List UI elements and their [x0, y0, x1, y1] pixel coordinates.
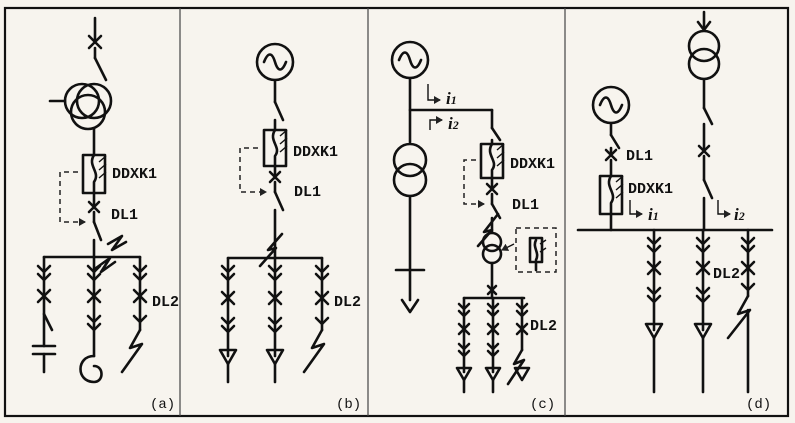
reactor-standalone-box: [515, 227, 557, 273]
reactor-coil-symbol: [79, 354, 103, 384]
reactor-box: [81, 153, 107, 195]
i1-label-d: i1: [648, 205, 659, 224]
branch-d2: [693, 228, 713, 394]
ddxk1-label-b: DDXK1: [293, 144, 338, 161]
ddxk1-label-c: DDXK1: [510, 156, 555, 173]
ddxk1-label-a: DDXK1: [112, 166, 157, 183]
dl1-label-c: DL1: [512, 197, 539, 214]
panel-c: i1 i2 DDXK1 DL1: [390, 40, 557, 413]
reactor-box: [479, 142, 505, 180]
branch-c3: [506, 296, 531, 386]
dl2-label-b: DL2: [334, 294, 361, 311]
outer-frame: [3, 6, 790, 418]
branch-d3: [726, 228, 756, 394]
dl1-label-a: DL1: [111, 207, 138, 224]
panel-b: DDXK1 DL1: [218, 42, 361, 413]
caption-b: (b): [336, 397, 361, 413]
caption-c: (c): [530, 397, 555, 413]
i1-label-c: i1: [446, 89, 457, 108]
panel-d: DL1 DDXK1 i1 i2: [576, 10, 774, 413]
panel-a: DDXK1 DL1 DL2 (a): [31, 16, 179, 413]
i2-label-c: i2: [448, 114, 459, 133]
branch-c1: [455, 296, 473, 394]
branch-b1: [218, 256, 238, 384]
dl2-label-c: DL2: [530, 318, 557, 335]
branch-c2: [484, 296, 502, 394]
branch-b2: [265, 256, 285, 384]
dl2-label-d: DL2: [713, 266, 740, 283]
branch-b3: [302, 256, 330, 374]
branch-d1: [644, 228, 664, 394]
dl1-label-d: DL1: [626, 148, 653, 165]
ddxk1-label-d: DDXK1: [628, 181, 673, 198]
i2-label-d: i2: [734, 205, 745, 224]
transformer-symbol: [48, 82, 113, 131]
dl2-label-a: DL2: [152, 294, 179, 311]
caption-a: (a): [150, 397, 175, 413]
reactor-box: [598, 174, 624, 216]
reactor-box: [262, 128, 288, 168]
dl1-label-b: DL1: [294, 184, 321, 201]
caption-d: (d): [746, 397, 771, 413]
